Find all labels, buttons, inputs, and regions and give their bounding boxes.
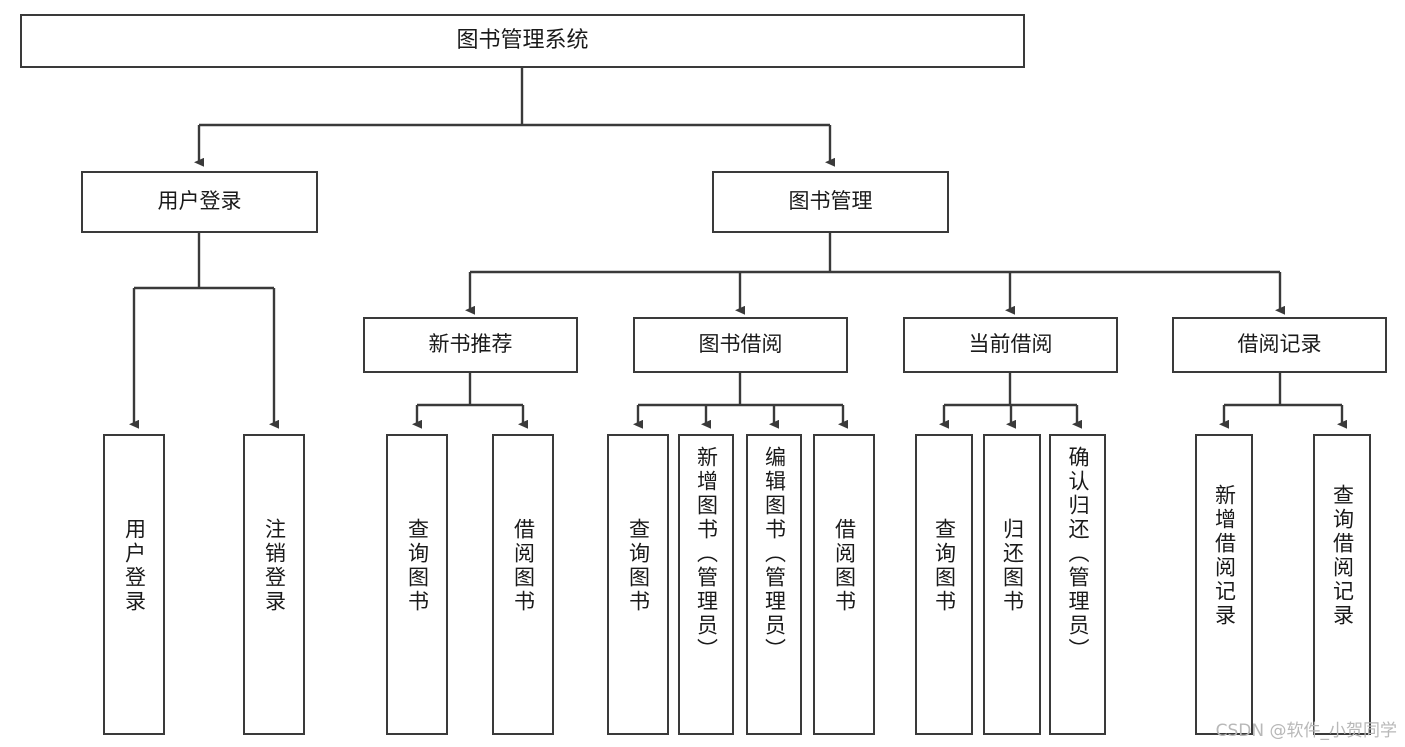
leaf-records-add-label: 新增借阅记录 [1212, 484, 1237, 628]
leaf-current-confirm-return-label: 确认归还（管理员） [1066, 446, 1090, 662]
leaf-user-login-label: 用户登录 [122, 518, 147, 614]
node-new-book-recommend[interactable]: 新书推荐 [363, 317, 578, 373]
leaf-records-query[interactable]: 查询借阅记录 [1313, 434, 1371, 735]
node-book-management-label: 图书管理 [788, 189, 873, 214]
node-current-borrow[interactable]: 当前借阅 [903, 317, 1118, 373]
leaf-current-return-book[interactable]: 归还图书 [983, 434, 1041, 735]
leaf-current-return-book-label: 归还图书 [1000, 518, 1025, 614]
node-book-borrow-label: 图书借阅 [698, 332, 783, 357]
leaf-records-query-label: 查询借阅记录 [1330, 484, 1355, 628]
node-borrow-records[interactable]: 借阅记录 [1172, 317, 1387, 373]
node-new-book-recommend-label: 新书推荐 [428, 332, 513, 357]
leaf-new-book-query[interactable]: 查询图书 [386, 434, 448, 735]
leaf-borrow-edit-book-label: 编辑图书（管理员） [762, 446, 787, 662]
leaf-borrow-borrow-book-label: 借阅图书 [832, 518, 857, 614]
leaf-borrow-add-book-label: 新增图书（管理员） [694, 446, 719, 662]
node-borrow-records-label: 借阅记录 [1237, 332, 1322, 357]
leaf-current-query-book[interactable]: 查询图书 [915, 434, 973, 735]
leaf-logout-label: 注销登录 [262, 518, 287, 614]
csdn-watermark: CSDN @软件_小贺同学 [1215, 721, 1397, 741]
leaf-borrow-edit-book[interactable]: 编辑图书（管理员） [746, 434, 802, 735]
node-current-borrow-label: 当前借阅 [968, 332, 1053, 357]
leaf-new-book-borrow[interactable]: 借阅图书 [492, 434, 554, 735]
node-root-label: 图书管理系统 [456, 27, 589, 53]
node-user-login[interactable]: 用户登录 [81, 171, 318, 233]
leaf-borrow-borrow-book[interactable]: 借阅图书 [813, 434, 875, 735]
leaf-borrow-query-book[interactable]: 查询图书 [607, 434, 669, 735]
node-root[interactable]: 图书管理系统 [20, 14, 1025, 68]
leaf-borrow-add-book[interactable]: 新增图书（管理员） [678, 434, 734, 735]
node-book-management[interactable]: 图书管理 [712, 171, 949, 233]
node-user-login-label: 用户登录 [157, 189, 242, 214]
node-book-borrow[interactable]: 图书借阅 [633, 317, 848, 373]
leaf-current-confirm-return[interactable]: 确认归还（管理员） [1049, 434, 1106, 735]
leaf-borrow-query-book-label: 查询图书 [626, 518, 651, 614]
leaf-new-book-query-label: 查询图书 [405, 518, 430, 614]
leaf-logout[interactable]: 注销登录 [243, 434, 305, 735]
leaf-new-book-borrow-label: 借阅图书 [511, 518, 536, 614]
leaf-user-login[interactable]: 用户登录 [103, 434, 165, 735]
leaf-records-add[interactable]: 新增借阅记录 [1195, 434, 1253, 735]
leaf-current-query-book-label: 查询图书 [932, 518, 957, 614]
